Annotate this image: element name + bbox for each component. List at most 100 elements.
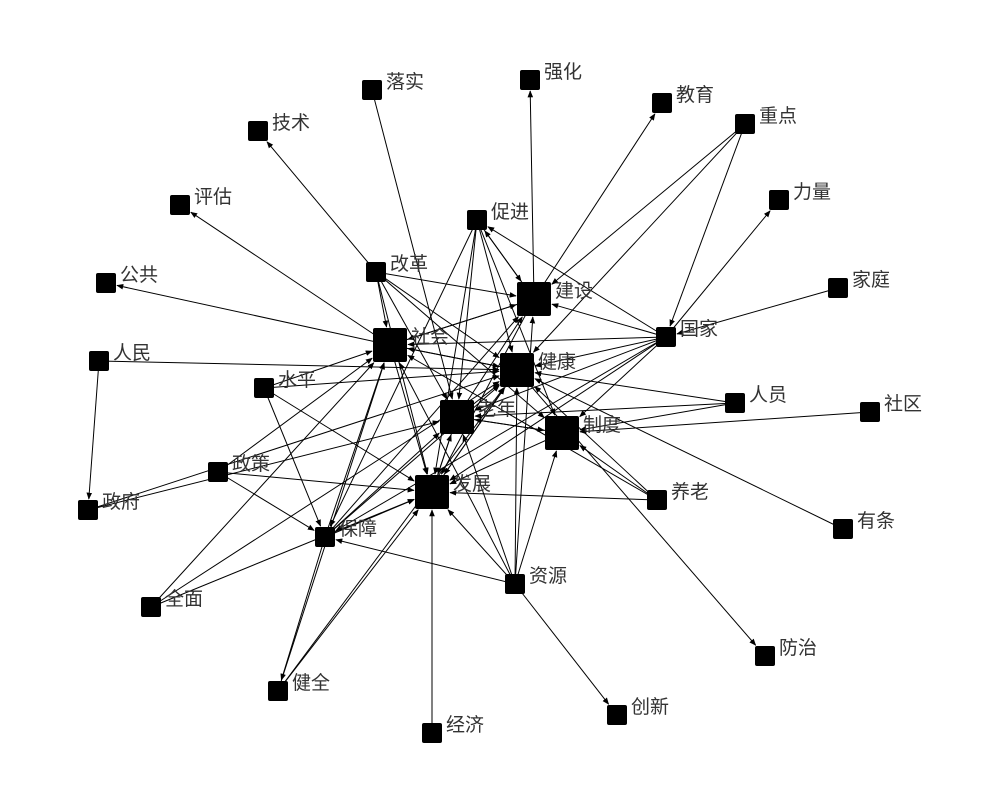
edge-renmin-jiankang — [98, 360, 500, 373]
edge-jianquan-shehui — [277, 362, 385, 692]
node-marker-gaige — [366, 262, 386, 282]
node-marker-zhengfu — [78, 500, 98, 520]
node-zhengce[interactable]: 政策 — [208, 453, 270, 482]
edge-guojia-shehui — [407, 336, 667, 348]
node-liliang[interactable]: 力量 — [769, 181, 831, 210]
node-chuangxin[interactable]: 创新 — [607, 696, 669, 725]
edge-zhengce-shehui — [217, 357, 373, 473]
node-qianghua[interactable]: 强化 — [520, 61, 582, 90]
edge-quanmian-shehui — [150, 362, 375, 608]
node-marker-jiaoyu — [652, 93, 672, 113]
edge-guojia-baozhang — [335, 336, 667, 532]
node-gonggong[interactable]: 公共 — [96, 264, 158, 293]
node-marker-jiankang — [500, 353, 534, 387]
node-jiating[interactable]: 家庭 — [828, 269, 890, 298]
node-marker-guojia — [656, 327, 676, 347]
node-marker-youtiao — [833, 519, 853, 539]
edge-layer — [86, 89, 871, 733]
edge-guojia-jiashe — [551, 303, 667, 338]
node-label-shuiping: 水平 — [278, 369, 316, 391]
edge-zhengce-baozhang — [217, 471, 315, 531]
node-youtiao[interactable]: 有条 — [833, 510, 895, 539]
node-cujin[interactable]: 促进 — [467, 201, 529, 230]
node-yanglao[interactable]: 养老 — [647, 481, 709, 510]
node-ziyuan[interactable]: 资源 — [505, 565, 567, 594]
node-label-jianquan: 健全 — [292, 672, 330, 694]
node-marker-quanmian — [141, 597, 161, 617]
node-zhidu[interactable]: 制度 — [545, 414, 621, 450]
edge-zhidu-fazhan — [449, 432, 563, 485]
edge-zhengfu-jiankang — [87, 375, 500, 511]
edge-jiashe-qianghua — [527, 90, 535, 300]
node-marker-liliang — [769, 190, 789, 210]
node-laonian[interactable]: 老年 — [440, 398, 516, 434]
node-renyuan[interactable]: 人员 — [725, 384, 787, 413]
node-baozhang[interactable]: 保障 — [315, 518, 377, 547]
node-label-gaige: 改革 — [390, 253, 428, 275]
node-fazhan[interactable]: 发展 — [415, 473, 491, 509]
edge-ziyuan-zhidu — [514, 450, 558, 585]
node-label-liliang: 力量 — [793, 181, 831, 203]
node-shuiping[interactable]: 水平 — [254, 369, 316, 398]
node-marker-shuiping — [254, 378, 274, 398]
node-marker-pinggu — [170, 195, 190, 215]
node-marker-jianquan — [268, 681, 288, 701]
edge-yanglao-jiankang — [534, 385, 658, 501]
node-jishu[interactable]: 技术 — [248, 112, 310, 141]
edge-baozhang-jianquan — [280, 536, 326, 681]
node-label-shequ: 社区 — [884, 393, 922, 415]
node-jianquan[interactable]: 健全 — [268, 672, 330, 701]
node-marker-jiashe — [517, 282, 551, 316]
node-pinggu[interactable]: 评估 — [170, 186, 232, 215]
node-label-zhengfu: 政府 — [102, 491, 140, 513]
edge-ziyuan-jiankang — [513, 387, 520, 585]
edge-jiankang-fangzhi — [516, 369, 757, 646]
node-label-laonian: 老年 — [478, 398, 516, 420]
node-marker-fangzhi — [755, 646, 775, 666]
edge-jianquan-fazhan — [277, 509, 419, 692]
edge-shuiping-fazhan — [263, 387, 415, 482]
node-label-qianghua: 强化 — [544, 61, 582, 83]
edge-yanglao-fazhan — [449, 490, 658, 501]
node-label-ziyuan: 资源 — [529, 565, 567, 587]
node-label-renmin: 人民 — [113, 342, 151, 364]
edge-jiankang-fazhan — [444, 369, 518, 475]
node-label-cujin: 促进 — [491, 201, 529, 223]
node-shequ[interactable]: 社区 — [860, 393, 922, 422]
node-label-jingji: 经济 — [446, 714, 484, 736]
node-jiashe[interactable]: 建设 — [517, 280, 593, 316]
node-marker-luoshi — [362, 80, 382, 100]
node-marker-renyuan — [725, 393, 745, 413]
edge-shuiping-jiankang — [263, 368, 500, 389]
edge-ziyuan-shehui — [398, 362, 516, 585]
node-marker-jiating — [828, 278, 848, 298]
node-jingji[interactable]: 经济 — [422, 714, 484, 743]
edge-quanmian-fazhan — [150, 498, 415, 608]
node-zhongdian[interactable]: 重点 — [735, 105, 797, 134]
node-marker-renmin — [89, 351, 109, 371]
node-guojia[interactable]: 国家 — [656, 318, 718, 347]
edge-ziyuan-fazhan — [447, 509, 516, 585]
node-label-jishu: 技术 — [272, 112, 310, 134]
node-zhengfu[interactable]: 政府 — [78, 491, 140, 520]
edge-shehui-fazhan — [389, 344, 428, 475]
node-jiankang[interactable]: 健康 — [500, 351, 576, 387]
node-jiaoyu[interactable]: 教育 — [652, 84, 714, 113]
edge-cujin-jiankang — [476, 219, 514, 353]
edge-gaige-fazhan — [375, 271, 429, 475]
node-fangzhi[interactable]: 防治 — [755, 637, 817, 666]
node-luoshi[interactable]: 落实 — [362, 71, 424, 100]
edge-zhongdian-jiankang — [532, 123, 746, 353]
node-label-fazhan: 发展 — [453, 473, 491, 495]
node-gaige[interactable]: 改革 — [366, 253, 428, 282]
node-label-baozhang: 保障 — [339, 518, 377, 540]
node-quanmian[interactable]: 全面 — [141, 588, 203, 617]
node-shehui[interactable]: 社会 — [373, 326, 449, 362]
edge-zhongdian-jiashe — [551, 123, 746, 285]
node-label-pinggu: 评估 — [194, 186, 232, 208]
edge-yanglao-shehui — [407, 354, 658, 501]
node-label-jiankang: 健康 — [538, 351, 576, 373]
node-label-renyuan: 人员 — [749, 384, 787, 406]
node-renmin[interactable]: 人民 — [89, 342, 151, 371]
